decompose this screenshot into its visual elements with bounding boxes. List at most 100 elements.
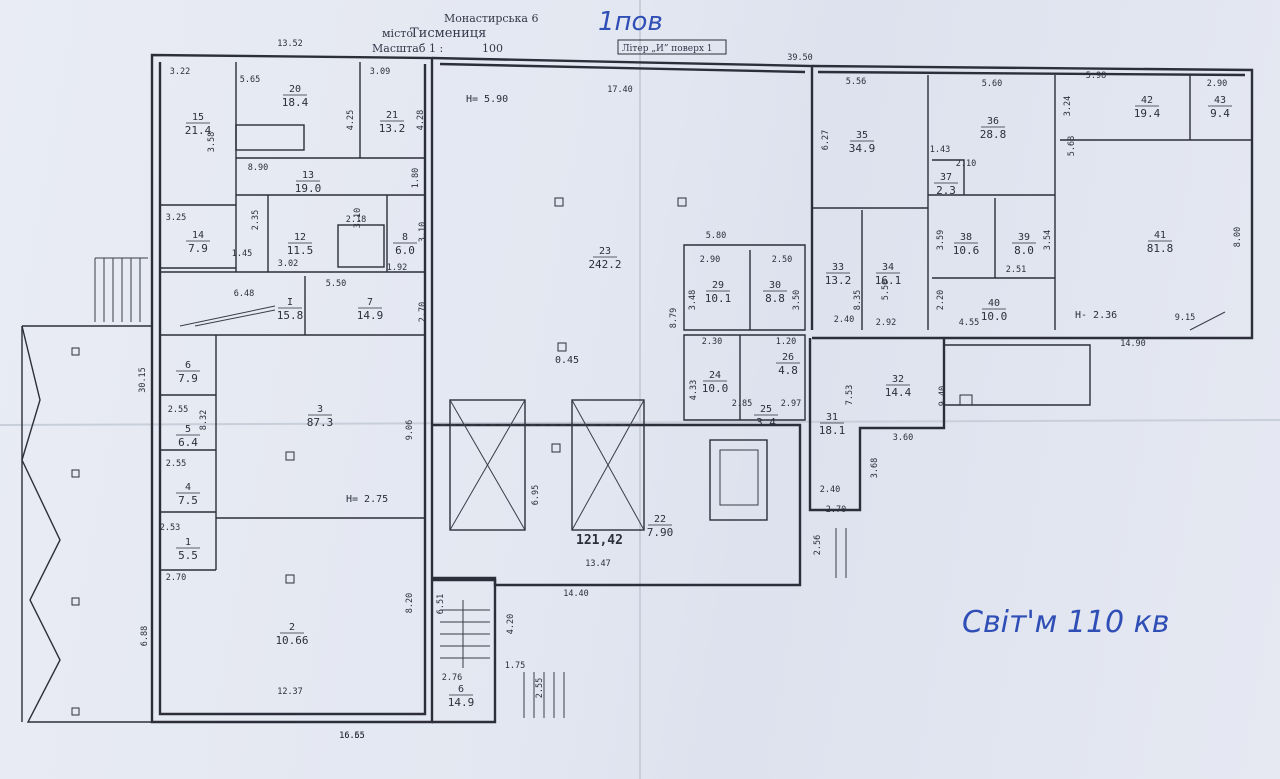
dimension-label: 3.10 [418, 222, 428, 242]
room-number: 23 [599, 246, 611, 257]
room-area: 4.8 [778, 364, 798, 377]
room-area: 18.4 [282, 96, 309, 109]
room-area: 7.9 [178, 372, 198, 385]
small-area-label: 0.45 [555, 355, 579, 366]
dimension-label: 5.80 [706, 231, 726, 241]
room-area: 13.2 [825, 274, 852, 287]
room-area: 5.5 [178, 549, 198, 562]
dimension-label: 8.32 [199, 410, 209, 430]
dimension-label: 2.18 [346, 215, 366, 225]
height-right: H- 2.36 [1075, 310, 1117, 321]
dimension-label: 3.02 [278, 259, 298, 269]
dimension-label: 5.56 [846, 77, 866, 87]
dimension-label: 8.90 [248, 163, 268, 173]
dimension-label: 1.92 [387, 263, 407, 273]
dimension-label: 8.35 [853, 290, 863, 310]
partitions [160, 62, 1252, 571]
room-area: 14.4 [885, 386, 912, 399]
dimension-label: 1.45 [232, 249, 252, 259]
dimension-label: 3.24 [1063, 96, 1073, 116]
room-number: 37 [940, 172, 952, 183]
room-area: 13.2 [379, 122, 406, 135]
dimension-label: 3.54 [1043, 230, 1053, 250]
room-number: 4 [185, 482, 191, 493]
room-number: 35 [856, 130, 868, 141]
room-number: 29 [712, 280, 724, 291]
room-area: 34.9 [849, 142, 876, 155]
dimension-label: 8.20 [405, 593, 415, 613]
room-area: 7.5 [178, 494, 198, 507]
room-area: 10.0 [702, 382, 729, 395]
room-number: 6 [185, 360, 191, 371]
dimension-label: 6.51 [436, 594, 446, 614]
room-number: 36 [987, 116, 999, 127]
dimension-label: 4.25 [346, 110, 356, 130]
room-number: 8 [402, 232, 408, 243]
dimension-label: 2.90 [700, 255, 720, 265]
room-number: 26 [782, 352, 794, 363]
room-area: 19.4 [1134, 107, 1161, 120]
dimension-label: 13.47 [585, 559, 611, 569]
room-number: 14 [192, 230, 204, 241]
room-area: 6.4 [178, 436, 198, 449]
room-number: 2 [289, 622, 295, 633]
room-number: 41 [1154, 230, 1166, 241]
dimension-label: 5.98 [1086, 71, 1106, 81]
room-number: 40 [988, 298, 1000, 309]
room-area: 15.8 [277, 309, 304, 322]
floor-box [617, 39, 727, 55]
room-number: 22 [654, 514, 666, 525]
room-number: 34 [882, 262, 894, 273]
dimension-label: 1.20 [776, 337, 796, 347]
dimension-label: 39.50 [787, 53, 813, 63]
room-number: 25 [760, 404, 772, 415]
lift-shafts [440, 399, 768, 531]
hall-total-area: 121,42 [576, 533, 623, 548]
room-number: 6 [458, 684, 464, 695]
dimension-label: 1.80 [411, 168, 421, 188]
dimension-label: 3.09 [370, 67, 390, 77]
dimension-label: 2.97 [781, 399, 801, 409]
room-area: 10.6 [953, 244, 980, 257]
dimension-label: 3.68 [870, 458, 880, 478]
dimension-labels: 13.5217.4039.503.225.653.098.903.255.506… [138, 39, 1243, 741]
room-number: 33 [832, 262, 844, 273]
dimension-label: 2.40 [834, 315, 854, 325]
room-number: 12 [294, 232, 306, 243]
dimension-label: 2.50 [772, 255, 792, 265]
room-labels: 1521.42018.42113.21319.0147.91211.586.0I… [176, 84, 1232, 709]
fold-line-horizontal [0, 419, 1280, 426]
dimension-label: 9.40 [938, 386, 948, 406]
dimension-label: 2.70 [418, 302, 428, 322]
dimension-label: 13.52 [277, 39, 303, 49]
dimension-label: 3.59 [936, 230, 946, 250]
dimension-label: 6.95 [531, 485, 541, 505]
room-area: 8.0 [1014, 244, 1034, 257]
dimension-label: 1.75 [505, 661, 525, 671]
dimension-label: 2.51 [1006, 265, 1026, 275]
scale-value: 100 [482, 42, 503, 55]
dimension-label: 2.10 [956, 159, 976, 169]
dimension-label: 14.40 [563, 589, 589, 599]
room-number: 31 [826, 412, 838, 423]
dimension-label: 4.20 [506, 614, 516, 634]
room-area: 19.0 [295, 182, 322, 195]
dimension-label: 2.85 [732, 399, 752, 409]
room-area: 7.9 [188, 242, 208, 255]
room-area: 21.4 [185, 124, 212, 137]
room-area: 11.5 [287, 244, 314, 257]
dimension-label: 12.37 [277, 687, 303, 697]
dimension-label: 2.70 [826, 505, 846, 515]
room-area: 10.1 [705, 292, 732, 305]
room-area: 7.90 [647, 526, 674, 539]
height-main: H= 5.90 [466, 94, 508, 105]
floor-box-label: Літер „И” поверх 1 [622, 44, 713, 54]
dimension-label: 5.60 [982, 79, 1002, 89]
room-number: 39 [1018, 232, 1030, 243]
dimension-label: 8.00 [1233, 227, 1243, 247]
dimension-label: 16.55 [339, 731, 365, 741]
dimension-label: 5.50 [326, 279, 346, 289]
dimension-label: 3.48 [688, 290, 698, 310]
dimension-label: 5.50 [881, 280, 891, 300]
